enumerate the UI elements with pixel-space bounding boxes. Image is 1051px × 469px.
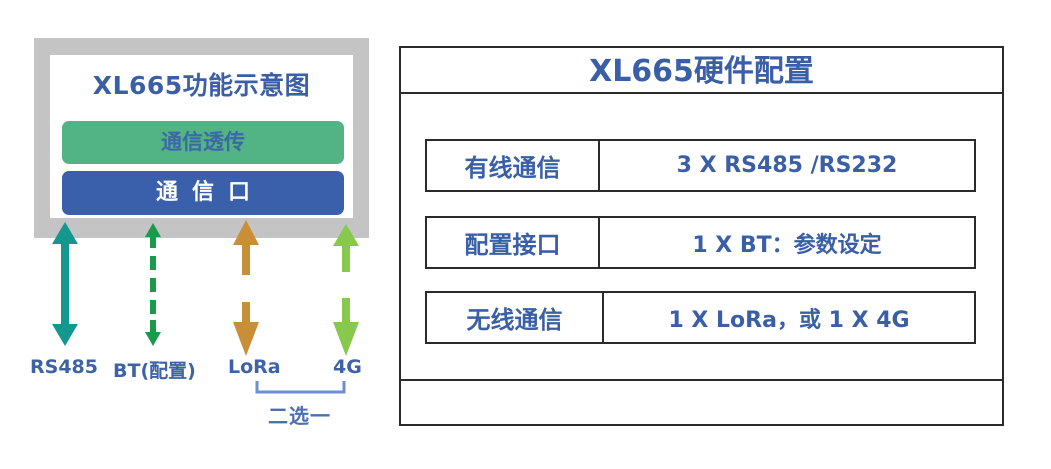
choose-one-label: 二选一: [268, 404, 331, 428]
title-divider: [401, 92, 1002, 94]
row-value: 3 X RS485 /RS232: [676, 153, 898, 178]
row-key: 有线通信: [427, 141, 600, 190]
label-bt: BT(配置): [113, 360, 196, 382]
layer-communication-port: 通信口: [62, 171, 344, 215]
label-lora: LoRa: [228, 356, 281, 378]
rs485-arrow-icon: [52, 222, 78, 346]
config-row-config-port: 配置接口 1 X BT：参数设定: [425, 216, 976, 269]
row-value: 1 X BT：参数设定: [692, 232, 882, 258]
label-rs485: RS485: [30, 356, 98, 378]
row-key: 无线通信: [427, 293, 604, 342]
row-value: 1 X LoRa，或 1 X 4G: [668, 307, 910, 333]
layer-transparent-transmission: 通信透传: [62, 121, 344, 164]
hardware-config-box: [399, 46, 1004, 426]
diagram-title: XL665功能示意图: [92, 71, 311, 100]
config-row-wireless: 无线通信 1 X LoRa，或 1 X 4G: [425, 291, 976, 344]
label-4g: 4G: [333, 356, 362, 378]
row-key: 配置接口: [427, 218, 600, 267]
choice-bracket-icon: [255, 381, 346, 394]
config-row-wired: 有线通信 3 X RS485 /RS232: [425, 139, 976, 192]
4g-arrow-icon: [333, 224, 359, 356]
footer-divider: [401, 379, 1002, 381]
bt-dashed-arrow-icon: [145, 223, 161, 346]
lora-arrow-icon: [233, 220, 259, 356]
hardware-config-title: XL665硬件配置: [589, 54, 814, 89]
